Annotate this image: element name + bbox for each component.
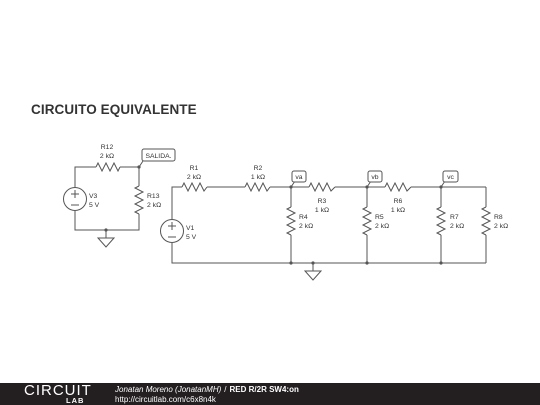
label-v1-name: V1 — [186, 225, 195, 232]
node-flag-salida — [141, 148, 176, 162]
label-r13-value: 2 kΩ — [147, 202, 161, 209]
label-r8-value: 2 kΩ — [494, 223, 508, 230]
label-r7-value: 2 kΩ — [450, 223, 464, 230]
footer-bar — [0, 383, 540, 405]
node-label-vc: vc — [447, 174, 454, 181]
circuitlab-logo-subtext: LAB — [66, 396, 85, 405]
label-r7-name: R7 — [450, 214, 459, 221]
resistor-r7 — [435, 206, 447, 236]
author-line: Jonatan Moreno (JonatanMH)/RED R/2R SW4:… — [115, 385, 299, 394]
circuit-url-link[interactable]: http://circuitlab.com/c6x8n4k — [115, 395, 216, 404]
label-r5-value: 2 kΩ — [375, 223, 389, 230]
node-label-vb: vb — [371, 174, 378, 181]
ground-main — [303, 270, 323, 281]
resistor-r3 — [308, 181, 336, 193]
author-separator: / — [224, 385, 227, 394]
label-v3-name: V3 — [89, 193, 98, 200]
page-title: CIRCUITO EQUIVALENTE — [31, 102, 197, 117]
source-v1 — [160, 219, 184, 243]
label-r12-name: R12 — [101, 144, 114, 151]
label-r4-value: 2 kΩ — [299, 223, 313, 230]
resistor-r5 — [361, 206, 373, 236]
label-r5-name: R5 — [375, 214, 384, 221]
resistor-r8 — [480, 206, 492, 236]
author-name[interactable]: Jonatan Moreno (JonatanMH) — [115, 385, 222, 394]
label-r1-name: R1 — [190, 165, 199, 172]
node-flag-va — [291, 170, 307, 183]
resistor-r13 — [133, 185, 145, 215]
label-v1-value: 5 V — [186, 234, 197, 241]
label-r6-value: 1 kΩ — [391, 207, 405, 214]
circuit-title[interactable]: RED R/2R SW4:on — [229, 385, 299, 394]
source-v3 — [63, 187, 87, 211]
label-r1-value: 2 kΩ — [187, 174, 201, 181]
label-v3-value: 5 V — [89, 202, 100, 209]
label-r6-name: R6 — [394, 198, 403, 205]
node-flag-vb — [367, 170, 383, 183]
resistor-r6 — [384, 181, 412, 193]
node-label-salida: SALIDA. — [145, 153, 171, 160]
resistor-r4 — [285, 206, 297, 236]
resistor-r2 — [244, 181, 271, 193]
node-flag-vc — [442, 170, 459, 183]
ground-left — [96, 237, 116, 248]
label-r8-name: R8 — [494, 214, 503, 221]
circuitlab-logo-text[interactable]: CIRCUIT — [24, 382, 92, 399]
label-r2-name: R2 — [254, 165, 263, 172]
wires — [74, 160, 487, 271]
junctions — [104, 165, 443, 265]
label-r4-name: R4 — [299, 214, 308, 221]
node-label-va: va — [295, 174, 302, 181]
label-r3-name: R3 — [318, 198, 327, 205]
label-r13-name: R13 — [147, 193, 160, 200]
label-r12-value: 2 kΩ — [100, 153, 114, 160]
resistor-r12 — [95, 161, 121, 173]
label-r2-value: 1 kΩ — [251, 174, 265, 181]
resistor-r1 — [181, 181, 208, 193]
label-r3-value: 1 kΩ — [315, 207, 329, 214]
